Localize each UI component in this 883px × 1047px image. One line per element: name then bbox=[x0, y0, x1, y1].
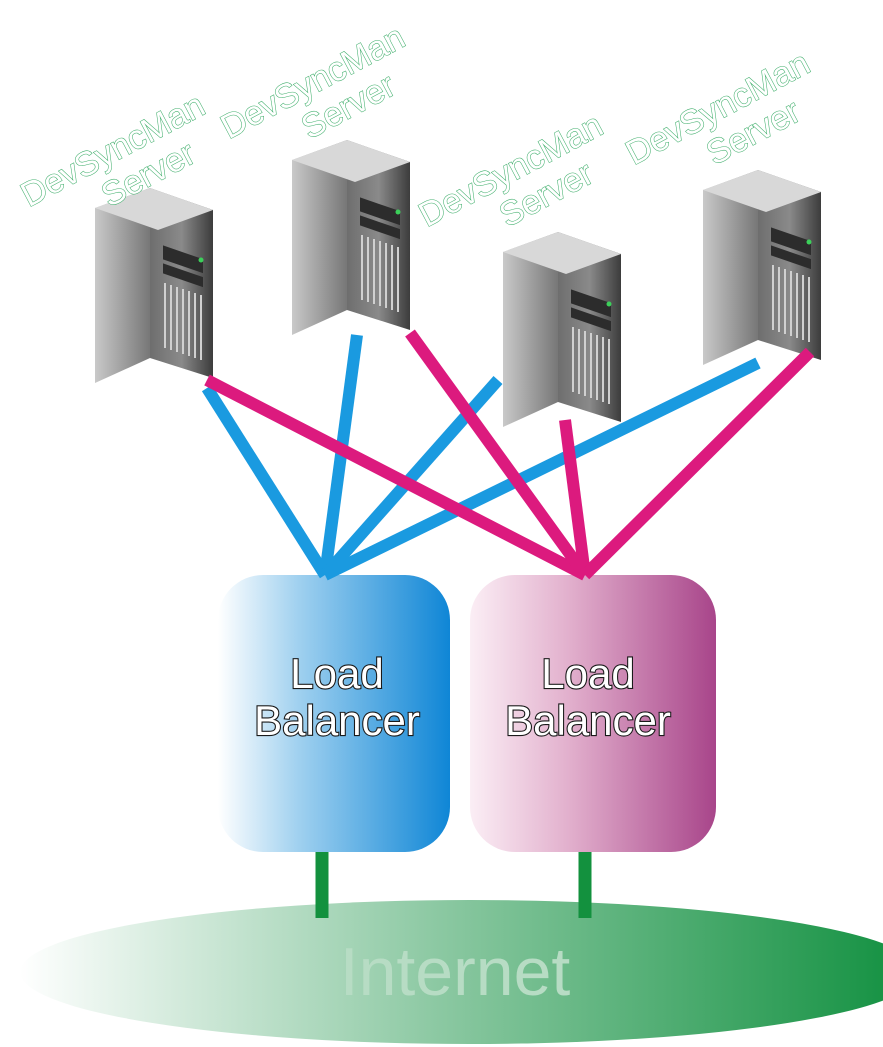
internet-cloud bbox=[20, 900, 883, 1044]
internet-label: Internet bbox=[340, 934, 571, 1010]
server-tower bbox=[702, 169, 822, 366]
link-line bbox=[201, 384, 331, 579]
link-line bbox=[559, 419, 591, 576]
server-tower bbox=[291, 139, 411, 336]
load-balancer-pink bbox=[470, 575, 716, 852]
server-tower bbox=[94, 187, 214, 384]
load-balancer-label: Load bbox=[541, 650, 634, 697]
link-line bbox=[580, 347, 815, 580]
load-balancer-label: Load bbox=[290, 650, 383, 697]
link-line bbox=[204, 374, 588, 581]
server-tower bbox=[502, 231, 622, 428]
load-balancer-label: Balancer bbox=[254, 697, 420, 744]
link-line bbox=[322, 357, 761, 581]
load-balancer-blue bbox=[218, 575, 450, 852]
link-line bbox=[405, 329, 590, 579]
load-balancer-label: Balancer bbox=[505, 697, 671, 744]
